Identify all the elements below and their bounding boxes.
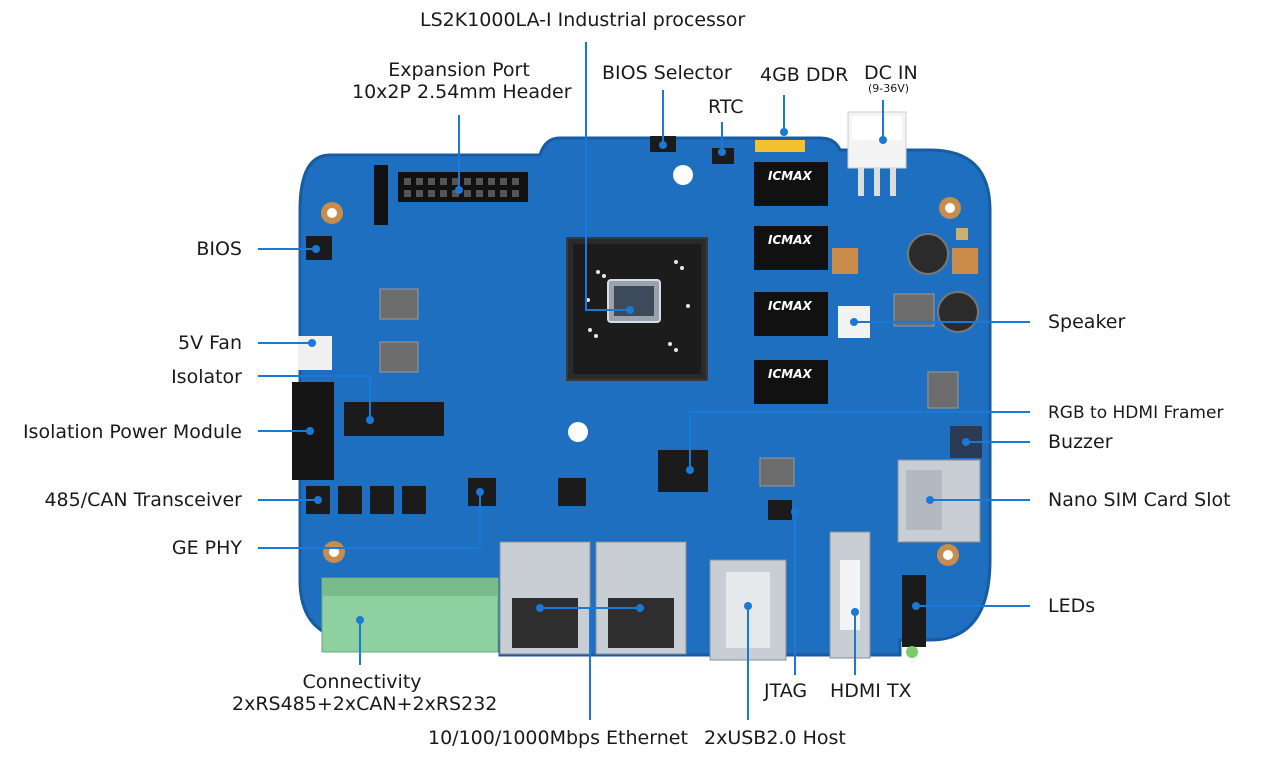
label-isolator: Isolator bbox=[171, 366, 242, 388]
label-bios-selector: BIOS Selector bbox=[602, 62, 732, 84]
label-hdmi-framer: RGB to HDMI Framer bbox=[1048, 403, 1224, 423]
dc-in-connector bbox=[847, 111, 907, 196]
expansion-header bbox=[374, 165, 528, 225]
board-hole bbox=[673, 165, 693, 185]
label-processor: LS2K1000LA-I Industrial processor bbox=[420, 9, 746, 31]
label-connectivity-line2: 2xRS485+2xCAN+2xRS232 bbox=[232, 693, 498, 715]
label-connectivity: Connectivity 2xRS485+2xCAN+2xRS232 bbox=[232, 671, 498, 715]
label-leds: LEDs bbox=[1048, 595, 1096, 617]
label-isolation-power: Isolation Power Module bbox=[22, 421, 242, 443]
ethernet-jacks bbox=[499, 541, 687, 655]
label-hdmi-tx: HDMI TX bbox=[830, 680, 912, 702]
svg-text:ICMAX: ICMAX bbox=[768, 299, 813, 313]
inductors bbox=[379, 288, 959, 487]
label-jtag: JTAG bbox=[764, 680, 808, 702]
label-usb: 2xUSB2.0 Host bbox=[704, 727, 846, 749]
label-connectivity-line1: Connectivity bbox=[302, 671, 422, 693]
aux-chip bbox=[558, 478, 586, 506]
rtc-chip bbox=[712, 148, 734, 164]
svg-text:ICMAX: ICMAX bbox=[768, 169, 813, 183]
label-dc-in-range: (9-36V) bbox=[868, 82, 910, 95]
label-ethernet: 10/100/1000Mbps Ethernet bbox=[428, 727, 688, 749]
label-expansion-port: Expansion Port 10x2P 2.54mm Header bbox=[352, 59, 572, 103]
jtag-header bbox=[768, 500, 792, 520]
label-rtc: RTC bbox=[708, 96, 744, 118]
label-ddr: 4GB DDR bbox=[760, 64, 849, 86]
ddr-chips: ICMAX ICMAX ICMAX ICMAX bbox=[754, 140, 828, 404]
label-expansion-line2: 10x2P 2.54mm Header bbox=[352, 81, 572, 103]
svg-text:ICMAX: ICMAX bbox=[768, 367, 813, 381]
label-bios: BIOS bbox=[196, 238, 242, 260]
leader-lines bbox=[258, 42, 1030, 720]
isolator-chips bbox=[344, 402, 444, 436]
leader-dots bbox=[306, 128, 970, 624]
label-expansion-line1: Expansion Port bbox=[388, 59, 530, 81]
terminal-block bbox=[321, 577, 499, 653]
label-buzzer: Buzzer bbox=[1048, 431, 1113, 453]
label-ge-phy: GE PHY bbox=[171, 537, 242, 559]
capacitors bbox=[907, 228, 979, 333]
label-dc-in: DC IN bbox=[864, 62, 918, 84]
label-transceiver: 485/CAN Transceiver bbox=[44, 489, 242, 511]
mounting-holes bbox=[321, 197, 978, 566]
label-fan: 5V Fan bbox=[178, 332, 242, 354]
board-hole bbox=[568, 422, 588, 442]
svg-text:ICMAX: ICMAX bbox=[768, 233, 813, 247]
hdmi-framer-chip bbox=[658, 450, 708, 492]
hdmi-port bbox=[829, 531, 871, 659]
label-sim: Nano SIM Card Slot bbox=[1048, 489, 1231, 511]
label-speaker: Speaker bbox=[1048, 311, 1126, 333]
leds-component bbox=[902, 575, 926, 658]
